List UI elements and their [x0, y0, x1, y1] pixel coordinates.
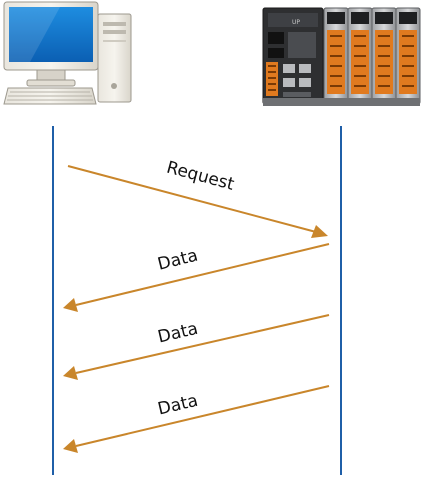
- plc-io-modules: [323, 7, 421, 105]
- message-data-arrow-1: [63, 243, 330, 312]
- message-data-label-1: Data: [156, 246, 200, 275]
- plc-badge: UP: [292, 19, 300, 26]
- plc-controller-icon: UP: [262, 7, 421, 106]
- message-data-arrow-2: [63, 314, 330, 380]
- message-request-arrow: [67, 165, 328, 238]
- message-request-label: Request: [164, 158, 236, 195]
- message-data-label-2: Data: [156, 319, 200, 348]
- message-data-arrow-3: [63, 385, 330, 453]
- message-data-label-3: Data: [156, 391, 200, 420]
- desktop-computer-icon: [3, 1, 132, 105]
